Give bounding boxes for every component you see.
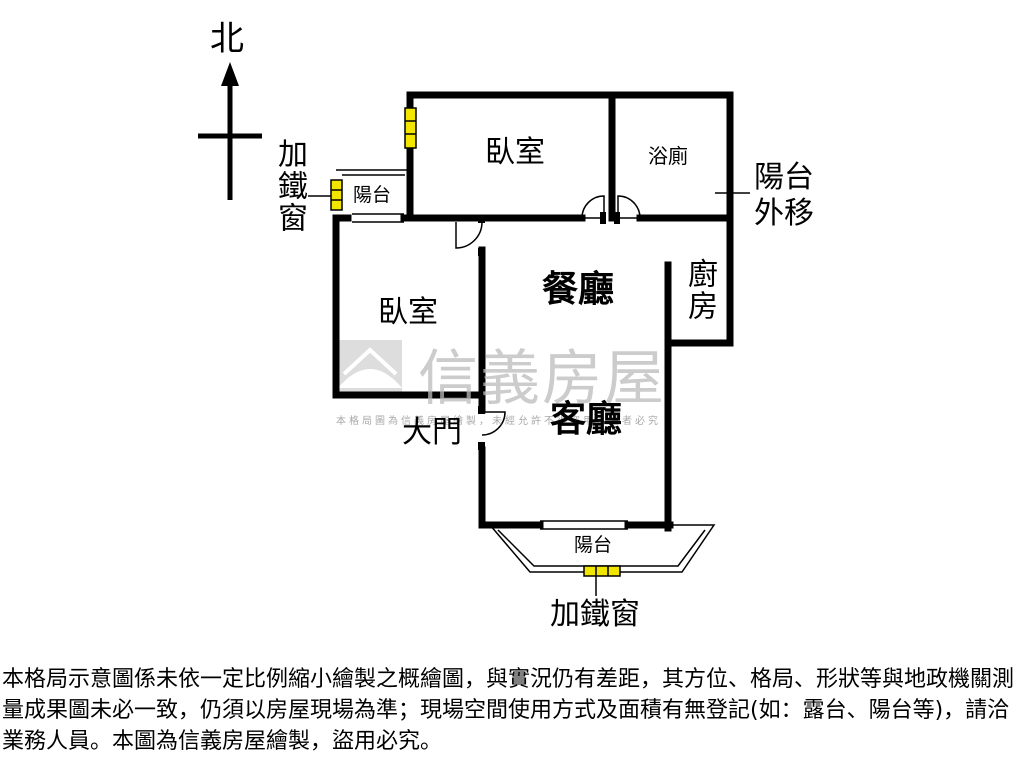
room-balcony-small: 陽台 <box>353 184 392 206</box>
watermark-brand: 信義房屋 <box>418 344 666 414</box>
room-bathroom: 浴廁 <box>648 144 688 168</box>
room-dining: 餐廳 <box>542 269 615 310</box>
room-bedroom-north: 臥室 <box>485 135 545 170</box>
north-arrow <box>198 62 262 200</box>
room-balcony-south: 陽台 <box>574 534 613 556</box>
iron-windows <box>330 107 621 577</box>
watermark-logo <box>338 340 402 392</box>
doors <box>455 195 641 436</box>
iron-window-bottom-label: 加鐵窗 <box>550 597 640 632</box>
balcony-moved-out-label: 陽台外移 <box>754 160 814 231</box>
disclaimer-text: 本格局示意圖係未依一定比例縮小繪製之概繪圖，與實況仍有差距，其方位、格局、形狀等… <box>2 667 1015 754</box>
door-hinges <box>478 212 620 450</box>
room-bedroom-west: 臥室 <box>378 295 438 330</box>
watermark-notice: 本格局圖為信義房屋繪製，未經允許不得盜用，違者必究 <box>336 416 661 427</box>
room-living: 客廳 <box>550 399 623 440</box>
north-label: 北 <box>210 19 244 59</box>
walls <box>332 91 734 532</box>
iron-window-left-label: 加鐵窗 <box>272 138 307 234</box>
room-kitchen: 廚房 <box>682 258 717 322</box>
floor-plan <box>198 62 750 596</box>
main-door-label: 大門 <box>402 415 462 450</box>
